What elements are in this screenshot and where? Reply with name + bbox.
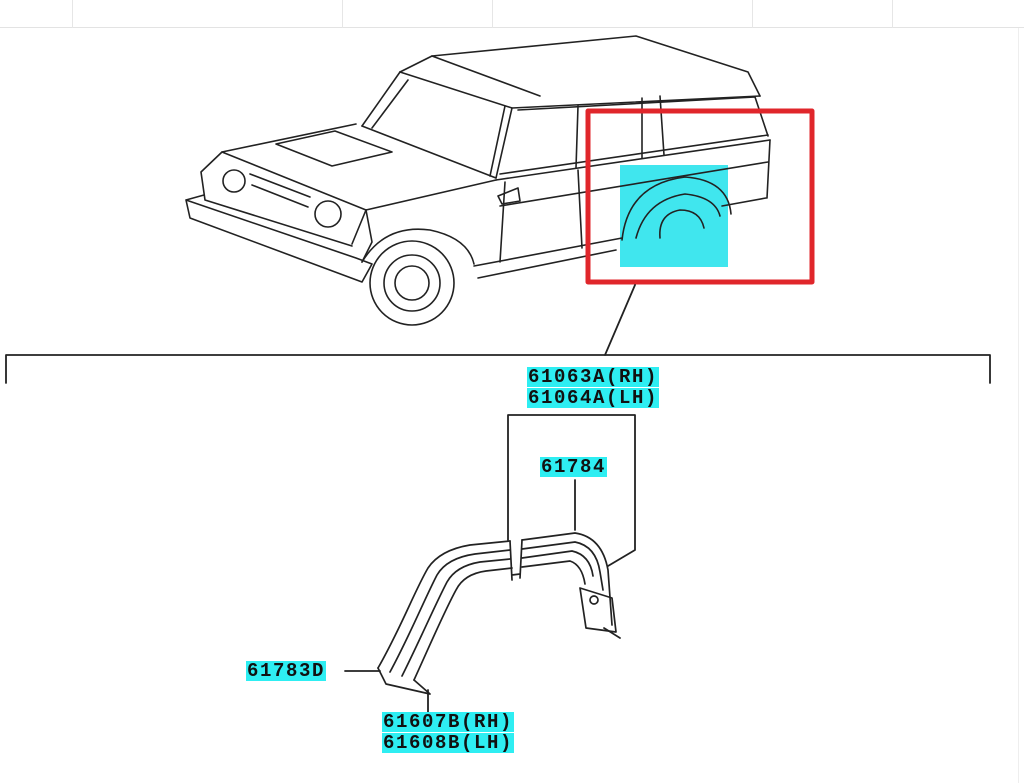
- front-tire: [369, 240, 455, 326]
- bracket-line: [5, 354, 991, 384]
- front-wheel-arch: [361, 228, 475, 265]
- rear-wheel-arch-outer: [621, 176, 732, 241]
- windshield-pillar: [361, 71, 513, 179]
- front-rim: [383, 254, 441, 312]
- header-divider: [752, 0, 753, 28]
- frame-leader-line: [604, 284, 636, 356]
- grille-lines: [249, 173, 311, 208]
- header-divider: [492, 0, 493, 28]
- rear-wheel-arch-inner: [635, 193, 721, 239]
- part-label-61063a: 61063A(RH): [527, 366, 660, 388]
- side-mirror: [497, 187, 521, 205]
- flare-end-cap: [377, 667, 431, 695]
- mud-flap-bolt: [589, 595, 599, 605]
- flare-strip: [521, 550, 594, 577]
- part-label-61783d: 61783D: [246, 660, 327, 682]
- flare-strip: [413, 567, 513, 681]
- roof-outline: [399, 35, 761, 97]
- roof-side-edge: [399, 71, 761, 109]
- page-edge-line: [1018, 28, 1019, 783]
- part-label-61064a: 61064A(LH): [527, 387, 660, 409]
- front-fender: [361, 209, 373, 263]
- body-crease: [499, 161, 769, 207]
- focus-frame: [585, 108, 815, 285]
- header-strip: [0, 0, 1024, 28]
- roof-rib: [431, 55, 541, 97]
- flare-joint: [509, 539, 523, 581]
- part-label-61607b: 61607B(RH): [382, 711, 515, 733]
- hood-scoop: [275, 130, 393, 167]
- flare-strip: [521, 560, 586, 585]
- header-divider: [342, 0, 343, 28]
- rear-wheel-hint: [659, 209, 705, 239]
- window-pillars: [575, 95, 665, 169]
- rear-arch-highlight: [620, 165, 728, 267]
- part-label-61784: 61784: [540, 456, 608, 478]
- header-divider: [892, 0, 893, 28]
- fender-flare-part: [377, 532, 621, 695]
- header-divider: [72, 0, 73, 28]
- leader-lines: [5, 284, 991, 713]
- flare-strip: [521, 541, 604, 591]
- flare-strip: [401, 558, 511, 677]
- flare-strip: [377, 540, 511, 669]
- assembly-bracket: [507, 414, 636, 567]
- headlight-left: [222, 169, 246, 193]
- mud-flap: [579, 587, 617, 633]
- flare-strip: [389, 549, 511, 673]
- beltline: [495, 134, 771, 181]
- hood: [221, 123, 497, 211]
- door-lines: [499, 169, 583, 263]
- front-face: [200, 151, 367, 247]
- mud-flap-tab: [603, 627, 621, 639]
- vehicle-illustration: [185, 35, 771, 326]
- rear-body-edge: [766, 139, 771, 199]
- cowl-line: [361, 125, 497, 179]
- part-label-61608b: 61608B(LH): [382, 732, 515, 754]
- front-hub: [394, 265, 430, 301]
- headlight-right: [314, 200, 342, 228]
- flare-strip: [521, 532, 613, 626]
- window-top-line: [517, 96, 769, 137]
- front-bumper: [185, 194, 373, 283]
